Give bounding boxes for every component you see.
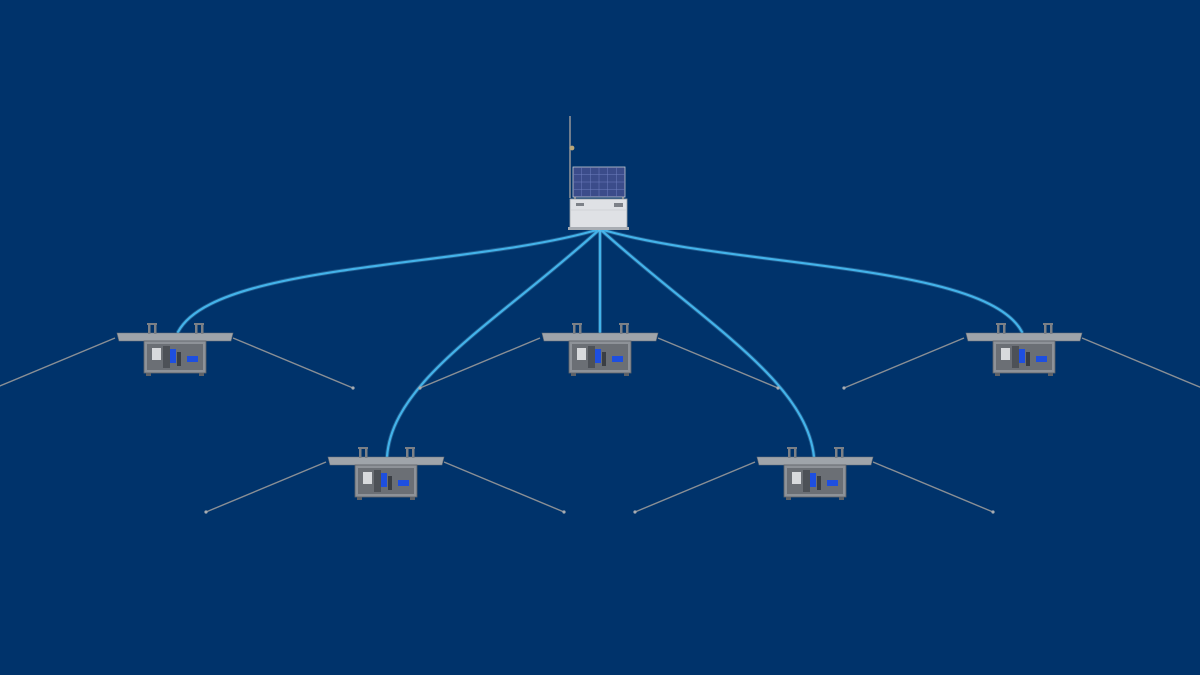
deck-beam	[327, 456, 445, 466]
deck-beam	[965, 332, 1083, 342]
cable-group	[176, 227, 1024, 459]
strut-left	[419, 337, 541, 389]
strut-right	[872, 461, 994, 513]
strut-left	[205, 461, 327, 513]
sensor-node-icon	[418, 323, 780, 390]
cable-5	[598, 227, 1024, 334]
cable-2	[385, 227, 602, 459]
deck-beam	[541, 332, 659, 342]
strut-left	[0, 337, 116, 387]
strut-right	[657, 337, 779, 389]
deck-beam	[756, 456, 874, 466]
strut-right	[232, 337, 354, 389]
solar-hub-icon	[568, 116, 629, 230]
strut-left	[634, 461, 756, 513]
strut-right	[1081, 337, 1200, 388]
sensor-node-icon	[0, 323, 355, 390]
node-group	[0, 323, 1200, 514]
sensor-node-icon	[204, 447, 566, 514]
sensor-node-icon	[633, 447, 995, 514]
strut-right	[443, 461, 565, 513]
deck-beam	[116, 332, 234, 342]
cable-1	[176, 227, 602, 334]
strut-left	[843, 337, 965, 389]
cable-4	[598, 227, 816, 459]
sensor-node-icon	[842, 323, 1200, 390]
